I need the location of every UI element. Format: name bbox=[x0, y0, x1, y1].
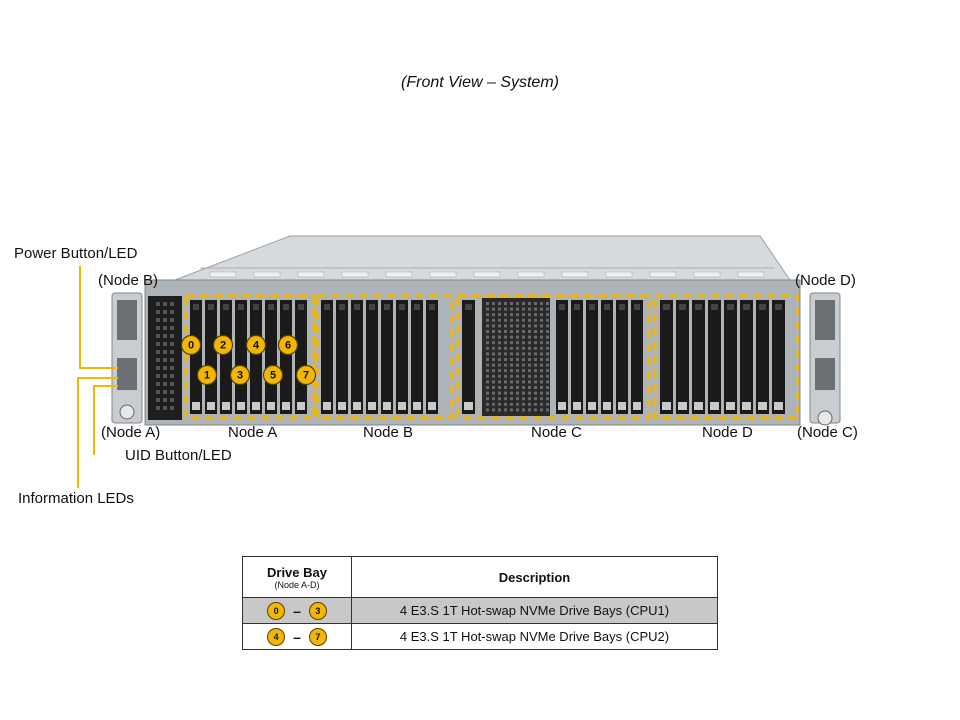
svg-text:4: 4 bbox=[253, 340, 260, 352]
drive-blade bbox=[205, 300, 217, 414]
node-a-label: Node A bbox=[228, 424, 278, 441]
drive-blade bbox=[601, 300, 613, 414]
node-frame bbox=[653, 294, 800, 420]
node-d-right-label: (Node D) bbox=[795, 272, 856, 289]
bay-badge: 0 bbox=[267, 601, 286, 620]
drive-bay-header: Drive Bay (Node A-D) bbox=[242, 556, 352, 598]
node-b-label: Node B bbox=[363, 424, 414, 441]
node-frame bbox=[315, 294, 454, 420]
drive-blade bbox=[616, 300, 628, 414]
bay-badge-3: 3 bbox=[229, 364, 251, 386]
description-header: Description bbox=[351, 556, 718, 598]
drive-blade bbox=[740, 300, 753, 414]
drive-blade bbox=[235, 300, 247, 414]
node-frames bbox=[184, 294, 800, 420]
drive-blade bbox=[772, 300, 785, 414]
uid-callout-line bbox=[93, 385, 118, 455]
drive-blade bbox=[708, 300, 721, 414]
svg-text:7: 7 bbox=[303, 370, 309, 382]
drive-blade bbox=[411, 300, 423, 414]
bay-badge-6: 6 bbox=[277, 334, 299, 356]
bay-badge: 3 bbox=[308, 601, 327, 620]
bay-badge-1: 1 bbox=[196, 364, 218, 386]
drive-blade bbox=[556, 300, 568, 414]
drive-blade bbox=[396, 300, 408, 414]
svg-text:0: 0 bbox=[188, 340, 194, 352]
svg-text:3: 3 bbox=[237, 370, 243, 382]
bay-number-badges: 0 1 2 3 4 5 6 7 bbox=[180, 334, 317, 386]
drive-blade bbox=[366, 300, 378, 414]
drive-bay-header-text: Drive Bay bbox=[267, 564, 327, 580]
drive-blade bbox=[676, 300, 689, 414]
svg-text:1: 1 bbox=[204, 370, 210, 382]
bay-badge-7: 7 bbox=[295, 364, 317, 386]
svg-text:6: 6 bbox=[285, 340, 291, 352]
bay-range-cell: 4 – 7 bbox=[242, 623, 352, 650]
drive-blade bbox=[571, 300, 583, 414]
callout-lines bbox=[77, 266, 118, 488]
drive-blade bbox=[351, 300, 363, 414]
top-vents bbox=[209, 271, 765, 278]
power-callout-line bbox=[79, 266, 118, 369]
node-c-grille bbox=[482, 298, 550, 416]
table-header-row: Drive Bay (Node A-D) Description bbox=[242, 556, 718, 598]
svg-text:2: 2 bbox=[220, 340, 226, 352]
node-c-right-label: (Node C) bbox=[797, 424, 858, 441]
bay-badge: 7 bbox=[308, 627, 327, 646]
table-row: 4 – 7 4 E3.S 1T Hot-swap NVMe Drive Bays… bbox=[242, 623, 718, 650]
drive-blade bbox=[586, 300, 598, 414]
drive-blade bbox=[336, 300, 348, 414]
drive-blade bbox=[692, 300, 705, 414]
drive-blade bbox=[381, 300, 393, 414]
drive-bays bbox=[190, 300, 785, 414]
table-row: 0 – 3 4 E3.S 1T Hot-swap NVMe Drive Bays… bbox=[242, 597, 718, 624]
range-dash: – bbox=[293, 602, 301, 619]
description-cell: 4 E3.S 1T Hot-swap NVMe Drive Bays (CPU2… bbox=[351, 623, 718, 650]
node-frame bbox=[184, 294, 316, 420]
drive-blade bbox=[280, 300, 292, 414]
svg-text:5: 5 bbox=[270, 370, 276, 382]
drive-blade bbox=[660, 300, 673, 414]
bay-badge-4: 4 bbox=[245, 334, 267, 356]
bay-badge-2: 2 bbox=[212, 334, 234, 356]
node-a-left-label: (Node A) bbox=[101, 424, 161, 441]
info-callout-line bbox=[77, 377, 118, 488]
drive-blade bbox=[250, 300, 262, 414]
node-c-label: Node C bbox=[531, 424, 582, 441]
drive-blade bbox=[295, 300, 307, 414]
information-leds-label: Information LEDs bbox=[18, 490, 134, 507]
bay-badge: 4 bbox=[267, 627, 286, 646]
drive-blade bbox=[220, 300, 232, 414]
drive-blade bbox=[426, 300, 438, 414]
range-dash: – bbox=[293, 628, 301, 645]
node-b-left-label: (Node B) bbox=[98, 272, 159, 289]
description-cell: 4 E3.S 1T Hot-swap NVMe Drive Bays (CPU1… bbox=[351, 597, 718, 624]
uid-button-label: UID Button/LED bbox=[125, 447, 232, 464]
bay-range-cell: 0 – 3 bbox=[242, 597, 352, 624]
drive-blade bbox=[321, 300, 333, 414]
bay-badge-0: 0 bbox=[180, 334, 202, 356]
power-button-label: Power Button/LED bbox=[14, 245, 138, 262]
drive-blade bbox=[724, 300, 737, 414]
drive-blade bbox=[190, 300, 202, 414]
drive-blade bbox=[756, 300, 769, 414]
view-title: (Front View – System) bbox=[401, 74, 559, 91]
drive-bay-header-sub: (Node A-D) bbox=[274, 579, 320, 590]
drive-blade bbox=[631, 300, 643, 414]
drive-blade bbox=[265, 300, 277, 414]
bay-badge-5: 5 bbox=[262, 364, 284, 386]
node-frame bbox=[456, 294, 651, 420]
drive-bay-table: Drive Bay (Node A-D) Description 0 – 3 4… bbox=[242, 556, 718, 650]
node-d-label: Node D bbox=[702, 424, 753, 441]
drive-blade bbox=[462, 300, 475, 414]
